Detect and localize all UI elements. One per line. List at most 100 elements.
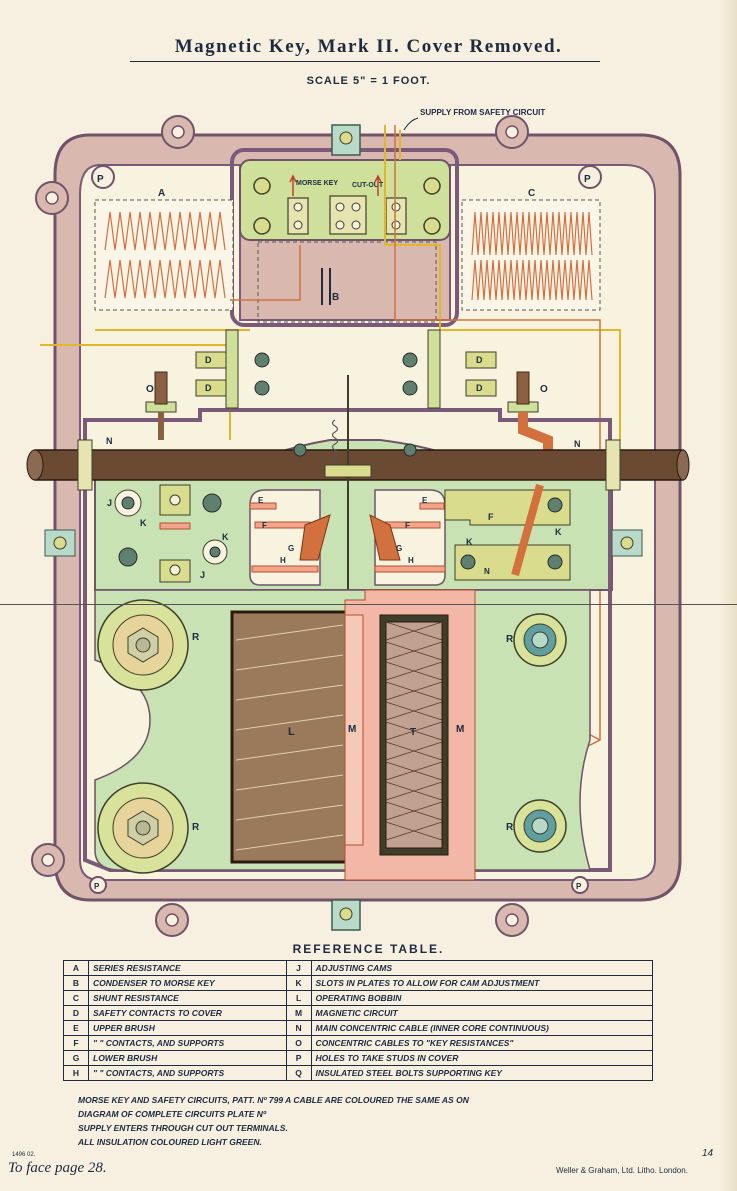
label-o-right: O <box>540 384 548 395</box>
cutout-screws <box>253 177 441 235</box>
brush-pockets <box>249 489 446 586</box>
morse-key-label: MORSE KEY <box>296 180 338 187</box>
label-g-left: G <box>288 544 294 553</box>
note-line-3: SUPPLY ENTERS THROUGH CUT OUT TERMINALS. <box>78 1123 288 1133</box>
magnet-plate-frame <box>83 408 612 872</box>
terminals <box>287 195 407 235</box>
plate-title: Magnetic Key, Mark II. Cover Removed. <box>174 36 563 57</box>
reference-value: SHUNT RESISTANCE <box>88 990 287 1006</box>
reference-key: J <box>285 960 312 976</box>
to-face-page: To face page 28. <box>8 1160 107 1176</box>
reference-value: LOWER BRUSH <box>88 1050 287 1066</box>
label-g-right: G <box>396 544 402 553</box>
concentric-cable-left <box>145 371 177 440</box>
reference-key: K <box>285 975 312 991</box>
reference-value: HOLES TO TAKE STUDS IN COVER <box>310 1050 654 1066</box>
supply-label: SUPPLY FROM SAFETY CIRCUIT <box>420 108 545 117</box>
reference-key: N <box>285 1020 312 1036</box>
label-l: L <box>288 726 295 738</box>
pivot-screw-right <box>403 443 417 457</box>
series-resistance-coil-2 <box>104 259 226 299</box>
note-line-2: DIAGRAM OF COMPLETE CIRCUITS PLATE Nº <box>78 1109 267 1119</box>
reference-title: REFERENCE TABLE. <box>292 942 445 956</box>
right-cam-arm <box>511 483 544 577</box>
top-clamp-bolt <box>339 131 353 145</box>
key-diagram: P P P P MORSE KEY CUT-OUT SUPPLY FROM SA… <box>26 108 690 937</box>
cut-out-label: CUT-OUT <box>352 182 384 189</box>
side-clamp-right-bolt <box>620 536 634 550</box>
label-e-left: E <box>258 496 264 505</box>
label-a: A <box>158 188 165 199</box>
condenser-box <box>257 241 437 323</box>
plate-number: 14 <box>702 1148 714 1159</box>
reference-key: M <box>285 1005 312 1021</box>
scale-note: SCALE 5" = 1 FOOT. <box>306 75 431 87</box>
label-d-r2: D <box>476 383 483 393</box>
condenser-plates <box>321 268 331 305</box>
reference-value: " " CONTACTS, AND SUPPORTS <box>88 1065 287 1081</box>
bolt-r-bottom-left <box>97 782 189 874</box>
label-n-left: N <box>106 436 113 446</box>
label-m-right: M <box>456 724 464 735</box>
terminal-screws <box>293 202 401 230</box>
reference-key: Q <box>285 1065 312 1081</box>
label-e-right: E <box>422 496 428 505</box>
series-resistance-coil-1 <box>104 211 226 251</box>
title-underline <box>130 61 600 62</box>
label-k-lower: K <box>222 532 229 542</box>
reference-key: D <box>63 1005 89 1021</box>
label-d-l2: D <box>205 383 212 393</box>
label-b: B <box>332 292 339 303</box>
magnetic-core-left <box>344 614 364 846</box>
reference-value: OPERATING BOBBIN <box>310 990 654 1006</box>
note-line-4: ALL INSULATION COLOURED LIGHT GREEN. <box>78 1137 262 1147</box>
left-cam-assembly <box>114 484 228 583</box>
brush-contacts <box>249 502 446 573</box>
reference-value: SERIES RESISTANCE <box>88 960 287 976</box>
label-j-left: J <box>107 498 112 508</box>
note-line-1: MORSE KEY AND SAFETY CIRCUITS, PATT. Nº … <box>78 1095 469 1105</box>
reference-key: P <box>285 1050 312 1066</box>
printer-credit: Weller & Graham, Ltd. Litho. London. <box>556 1166 688 1175</box>
lower-brushes <box>299 514 401 561</box>
key-armature-head <box>324 464 372 478</box>
operating-bobbin <box>230 610 349 864</box>
label-k-right: K <box>555 527 562 537</box>
label-c: C <box>528 188 535 199</box>
reference-value: CONCENTRIC CABLES TO "KEY RESISTANCES" <box>310 1035 654 1051</box>
label-r-3: R <box>506 634 514 645</box>
coil-hatching <box>385 621 443 841</box>
bottom-clamp-bolt <box>339 907 353 921</box>
reference-value: CONDENSER TO MORSE KEY <box>88 975 287 991</box>
label-f-plate: F <box>488 512 494 522</box>
label-p-br: P <box>576 882 582 891</box>
pivot-screw-left <box>293 443 307 457</box>
reference-key: B <box>63 975 89 991</box>
label-r-4: R <box>506 822 514 833</box>
supply-leader <box>403 117 419 131</box>
reference-key: A <box>63 960 89 976</box>
reference-value: UPPER BRUSH <box>88 1020 287 1036</box>
reference-value: ADJUSTING CAMS <box>310 960 654 976</box>
reference-key: G <box>63 1050 89 1066</box>
shunt-resistance-coils <box>471 211 593 301</box>
reference-key: O <box>285 1035 312 1051</box>
print-code: 1496 02. <box>12 1152 36 1158</box>
label-k-left: K <box>140 518 147 528</box>
safety-contacts-right <box>402 329 497 409</box>
safety-contacts-left <box>195 329 270 409</box>
bolt-r-top-left <box>97 599 189 691</box>
reference-value: " " CONTACTS, AND SUPPORTS <box>88 1035 287 1051</box>
label-r-2: R <box>192 822 200 833</box>
label-p-bl: P <box>94 882 100 891</box>
label-p-tr: P <box>584 174 591 185</box>
label-p-tl: P <box>97 174 104 185</box>
bolt-r-top-right <box>513 613 567 667</box>
